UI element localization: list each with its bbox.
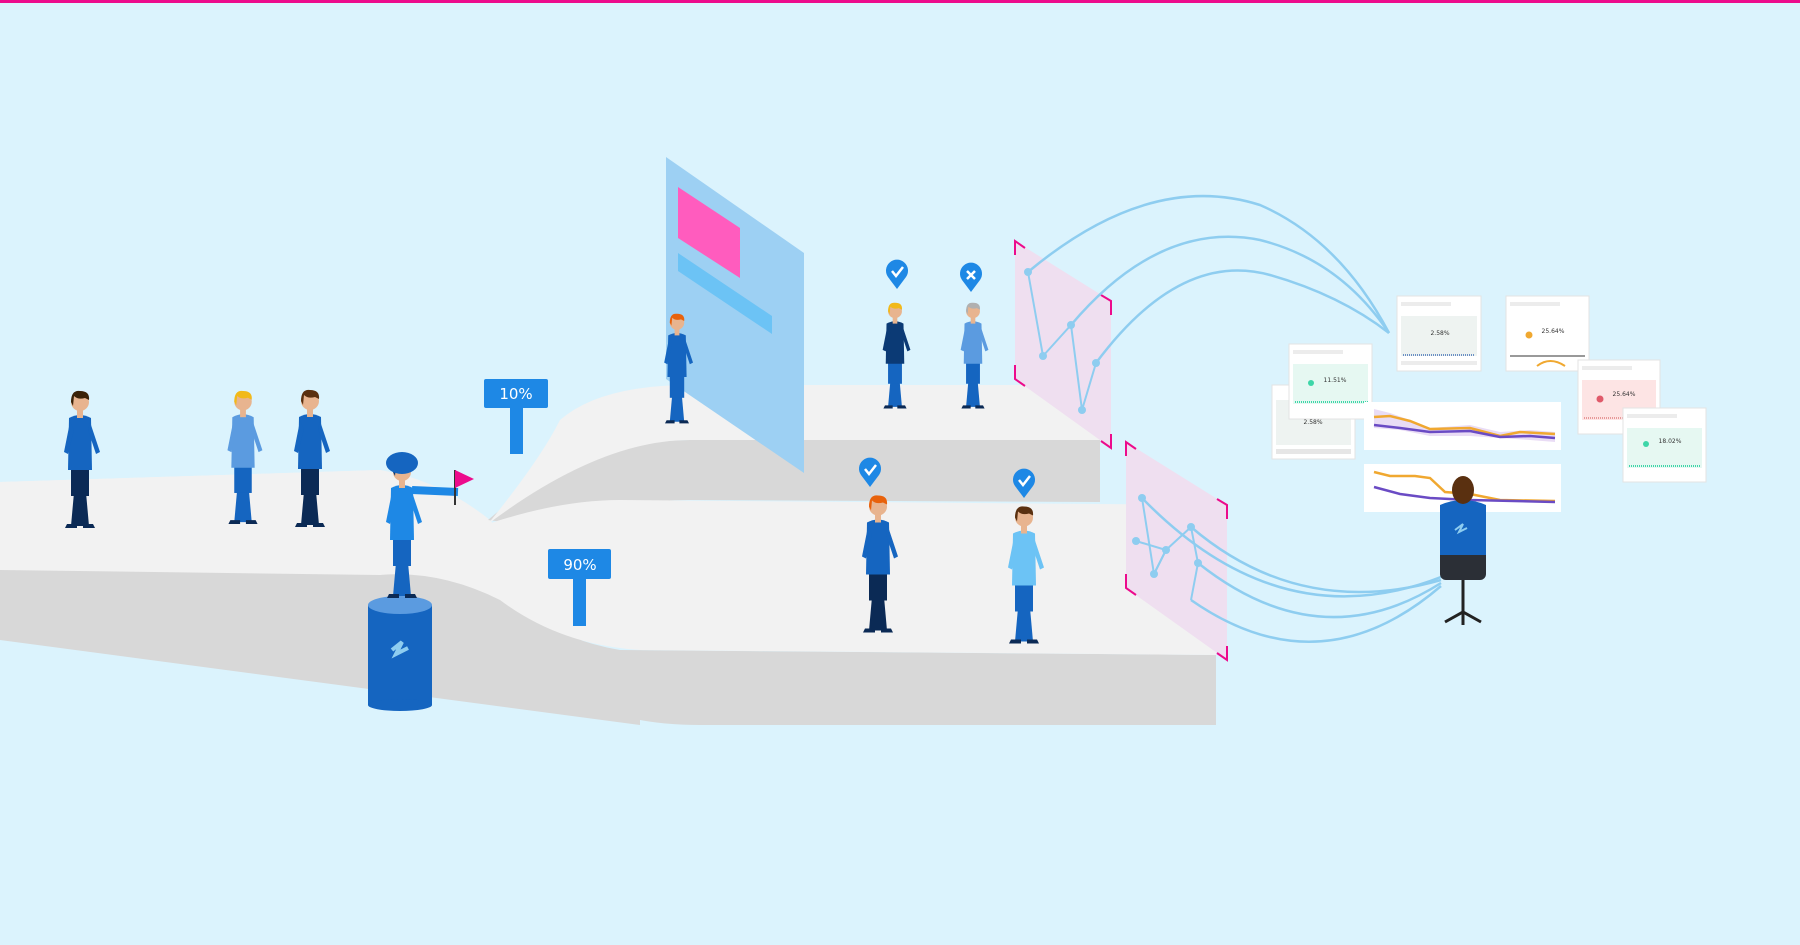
card-value: 25.64% [1613, 391, 1636, 398]
analysis-gate-upper [1014, 239, 1112, 450]
trend-chart [1364, 402, 1561, 450]
dashboard-card: 11.51% [1288, 343, 1373, 420]
upper-road [488, 385, 1100, 530]
analyst-in-chair [1440, 476, 1486, 625]
card-value: 2.58% [1430, 330, 1449, 337]
analysis-gate-lower [1125, 440, 1228, 662]
check-marker-icon [1013, 468, 1035, 498]
dashboard-card: 25.64% [1505, 295, 1590, 372]
check-marker-icon [859, 457, 881, 487]
dashboard-card: 18.02% [1622, 407, 1707, 483]
logo-icon [390, 640, 409, 659]
split-sign-10: 10% [484, 379, 548, 454]
variant-panel [666, 157, 804, 473]
check-marker-icon [886, 259, 908, 289]
traffic-director [368, 452, 474, 711]
split-label-90: 90% [563, 556, 596, 574]
positive-icon [1308, 380, 1314, 386]
logo-icon [1454, 523, 1468, 535]
cross-marker-icon [960, 262, 982, 292]
data-flow-lines [1027, 194, 1442, 643]
negative-icon [1596, 395, 1604, 403]
flag-icon [455, 470, 474, 488]
split-sign-90: 90% [548, 549, 611, 626]
card-value: 2.58% [1303, 419, 1322, 426]
card-value: 11.51% [1324, 377, 1347, 384]
positive-icon [1643, 441, 1649, 447]
warning-icon [1525, 331, 1533, 339]
top-accent-bar [0, 0, 1800, 3]
split-label-10: 10% [499, 385, 532, 403]
dashboard-card: 2.58% [1396, 295, 1482, 372]
card-value: 18.02% [1659, 438, 1682, 445]
card-value: 25.64% [1542, 328, 1565, 335]
